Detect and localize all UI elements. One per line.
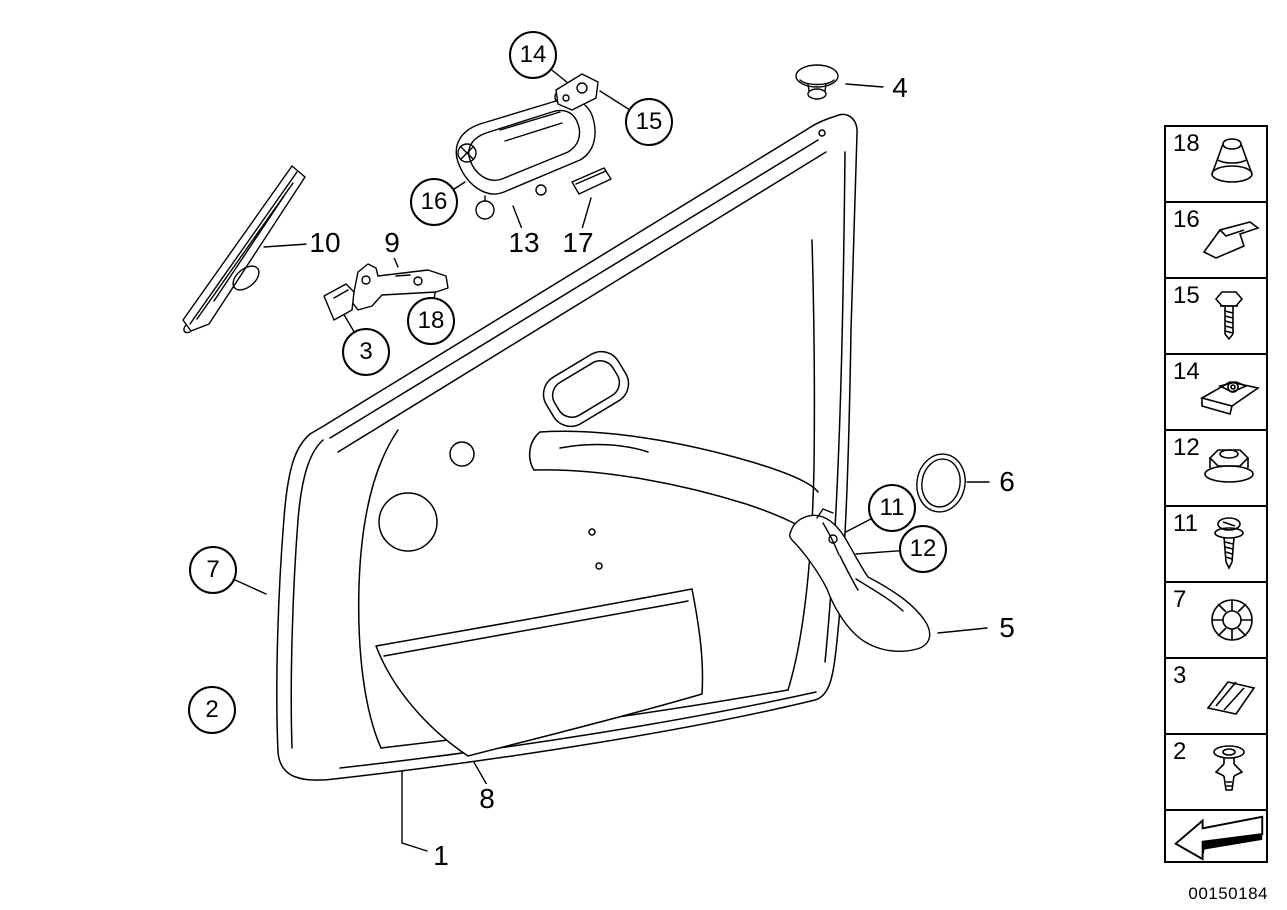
mirror-triangle-drawing <box>182 165 306 334</box>
legend-item-2[interactable]: 2 <box>1164 733 1268 811</box>
expansion-rivet-icon <box>1213 745 1245 791</box>
legend-item-3[interactable]: 3 <box>1164 657 1268 735</box>
legend-item-label: 15 <box>1173 282 1200 309</box>
tapping-screw-icon <box>1214 517 1244 570</box>
callout-5[interactable]: 5 <box>996 613 1018 643</box>
bracket-drawing <box>323 263 449 321</box>
legend-item-14[interactable]: 14 <box>1164 353 1268 431</box>
legend-item-label: 18 <box>1173 130 1200 157</box>
callout-14[interactable]: 14 <box>509 31 557 79</box>
callout-12[interactable]: 12 <box>899 525 947 573</box>
callout-18[interactable]: 18 <box>407 297 455 345</box>
callout-17[interactable]: 17 <box>559 228 597 258</box>
airbag-module-drawing <box>455 73 612 220</box>
retainer-bracket-icon <box>1202 221 1260 259</box>
callout-16[interactable]: 16 <box>410 178 458 226</box>
parts-legend: 18 16 15 <box>1164 125 1268 863</box>
legend-item-label: 12 <box>1173 434 1200 461</box>
clip-icon <box>1206 681 1256 715</box>
door-trim-panel-drawing <box>276 113 858 781</box>
legend-item-7[interactable]: 7 <box>1164 581 1268 659</box>
callout-2[interactable]: 2 <box>188 686 236 734</box>
legend-item-18[interactable]: 18 <box>1164 125 1268 203</box>
callout-3[interactable]: 3 <box>342 328 390 376</box>
legend-item-label: 3 <box>1173 662 1187 689</box>
speed-nut-icon <box>1199 381 1260 415</box>
legend-item-label: 2 <box>1173 738 1187 765</box>
legend-item-11[interactable]: 11 <box>1164 505 1268 583</box>
flange-nut-icon <box>1204 449 1254 483</box>
legend-item-label: 7 <box>1173 586 1187 613</box>
map-pocket <box>375 588 704 757</box>
diagram-id: 00150184 <box>1188 884 1268 903</box>
legend-item-16[interactable]: 16 <box>1164 201 1268 279</box>
legend-nav-arrow[interactable] <box>1164 809 1268 863</box>
hex-bolt-icon <box>1214 291 1244 341</box>
callout-15[interactable]: 15 <box>625 98 673 146</box>
callout-8[interactable]: 8 <box>476 784 498 814</box>
grommet-drawing <box>795 64 839 100</box>
legend-item-label: 14 <box>1173 358 1200 385</box>
callout-10[interactable]: 10 <box>306 228 344 258</box>
callout-9[interactable]: 9 <box>381 228 403 258</box>
callout-1[interactable]: 1 <box>430 841 452 871</box>
legend-item-15[interactable]: 15 <box>1164 277 1268 355</box>
back-arrow-icon <box>1174 815 1264 861</box>
legend-item-12[interactable]: 12 <box>1164 429 1268 507</box>
legend-item-label: 16 <box>1173 206 1200 233</box>
legend-item-label: 11 <box>1173 510 1198 537</box>
door-pull-drawing <box>788 508 931 652</box>
callout-6[interactable]: 6 <box>996 467 1018 497</box>
grommet-nut-icon <box>1211 138 1253 183</box>
speaker-cover-drawing <box>916 453 966 513</box>
callout-4[interactable]: 4 <box>889 73 911 103</box>
push-rivet-icon <box>1211 599 1253 641</box>
callout-7[interactable]: 7 <box>189 546 237 594</box>
callout-11[interactable]: 11 <box>868 484 916 532</box>
callout-13[interactable]: 13 <box>505 228 543 258</box>
